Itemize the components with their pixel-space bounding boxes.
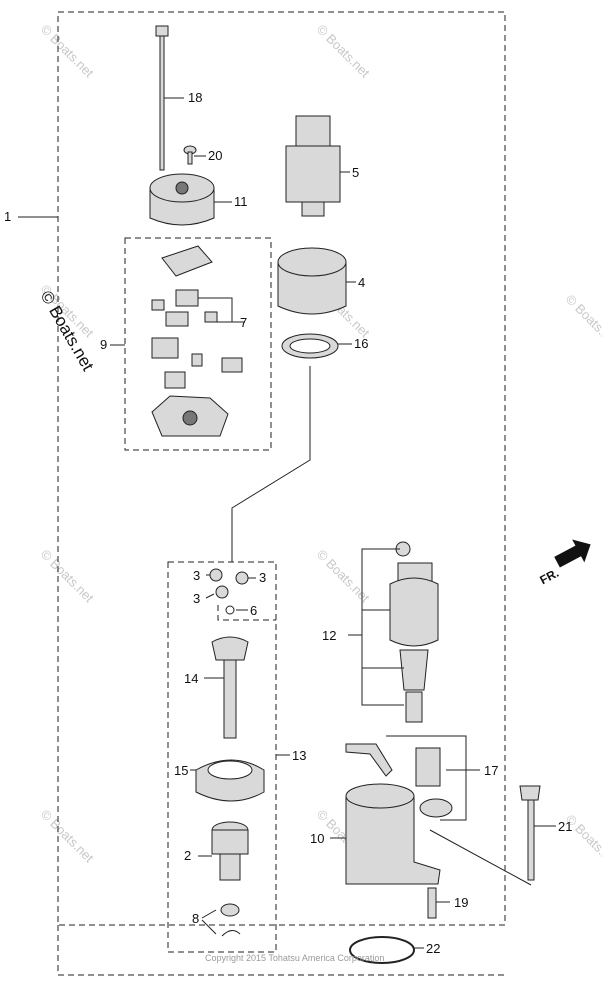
o-ring-22 [349, 936, 424, 964]
watermark: © Boats.net [38, 22, 97, 81]
leader-16-connector [231, 366, 311, 562]
stop-ring-8 [201, 903, 241, 937]
callout-3c: 3 [193, 591, 200, 606]
gear-15 [190, 759, 265, 802]
copyright: Copyright 2015 Tohatsu America Corporati… [205, 953, 384, 963]
lever-17 [345, 743, 453, 818]
yoke-4 [277, 247, 356, 315]
washer-6 [225, 605, 248, 615]
leader-12 [348, 548, 404, 706]
callout-7: 7 [240, 315, 247, 330]
callout-14: 14 [184, 671, 198, 686]
callout-2: 2 [184, 848, 191, 863]
callout-12: 12 [322, 628, 336, 643]
callout-3b: 3 [259, 570, 266, 585]
brush-parts [151, 245, 243, 437]
bolt-21 [429, 785, 556, 886]
armature-5 [285, 115, 350, 217]
front-bracket-10 [330, 783, 441, 885]
callout-4: 4 [358, 275, 365, 290]
leader-17 [386, 735, 480, 821]
watermark: © Boats.net [563, 292, 602, 351]
small-gears-3 [205, 568, 256, 599]
watermark: © Boats.net [314, 22, 373, 81]
watermark: © Boats.net [314, 547, 373, 606]
leader-7 [198, 297, 245, 323]
callout-17: 17 [484, 763, 498, 778]
ring-16 [281, 333, 352, 359]
callout-6: 6 [250, 603, 257, 618]
callout-9: 9 [100, 337, 107, 352]
callout-20: 20 [208, 148, 222, 163]
pinion-group-13 [167, 561, 277, 953]
front-direction-indicator [554, 539, 591, 568]
assembly-frame [57, 11, 506, 976]
shaft-14 [204, 636, 249, 739]
callout-15: 15 [174, 763, 188, 778]
end-cover-11 [149, 173, 232, 226]
solenoid-12 [389, 541, 439, 723]
callout-11: 11 [234, 194, 248, 209]
callout-21: 21 [558, 819, 572, 834]
callout-19: 19 [454, 895, 468, 910]
callout-10: 10 [310, 831, 324, 846]
callout-8: 8 [192, 911, 199, 926]
callout-13: 13 [292, 748, 306, 763]
callout-5: 5 [352, 165, 359, 180]
washer-group-box [217, 605, 276, 621]
callout-22: 22 [426, 941, 440, 956]
watermark: © Boats.net [38, 547, 97, 606]
bolt-19 [427, 887, 450, 919]
pinion-2 [198, 821, 249, 881]
callout-16: 16 [354, 336, 368, 351]
through-bolt-18 [155, 25, 184, 171]
watermark: © Boats.net [38, 807, 97, 866]
callout-3a: 3 [193, 568, 200, 583]
callout-18: 18 [188, 90, 202, 105]
screw-20 [183, 145, 206, 165]
brush-holder-group [124, 237, 272, 451]
direction-label: FR. [537, 566, 561, 587]
callout-1: 1 [4, 209, 11, 224]
